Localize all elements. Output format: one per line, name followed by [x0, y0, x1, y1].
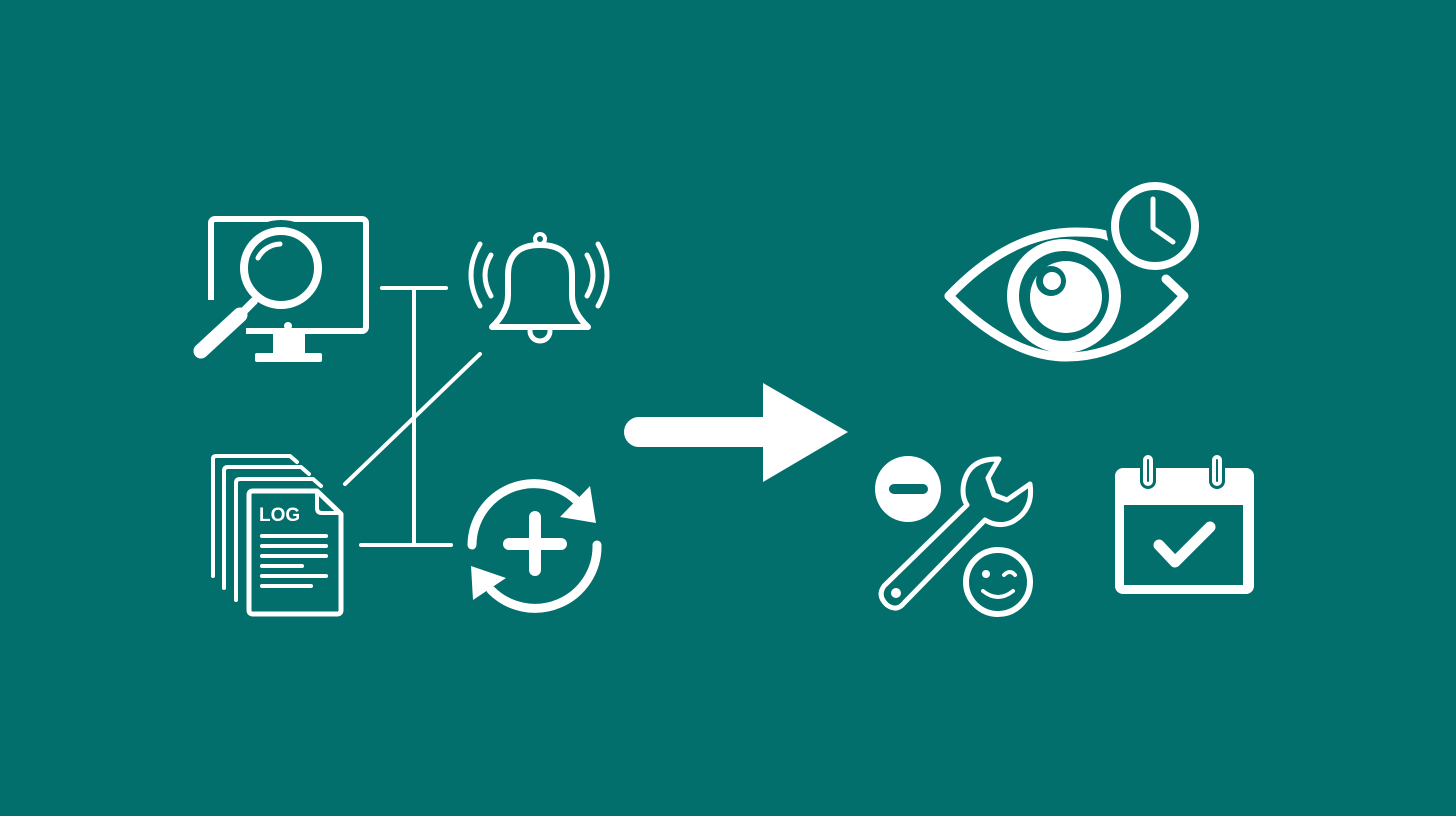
arrow-right-icon — [624, 383, 848, 482]
calendar-check-icon — [1115, 451, 1254, 594]
refresh-plus-icon — [467, 479, 602, 613]
eye-clock-icon — [944, 178, 1202, 362]
connector-lines — [343, 286, 482, 547]
log-files-icon: LOG — [211, 454, 344, 617]
monitor-search-icon — [193, 216, 369, 362]
wrench-minus-smile-icon — [875, 456, 1038, 622]
log-label: LOG — [259, 505, 300, 526]
bell-ringing-icon — [468, 232, 610, 344]
